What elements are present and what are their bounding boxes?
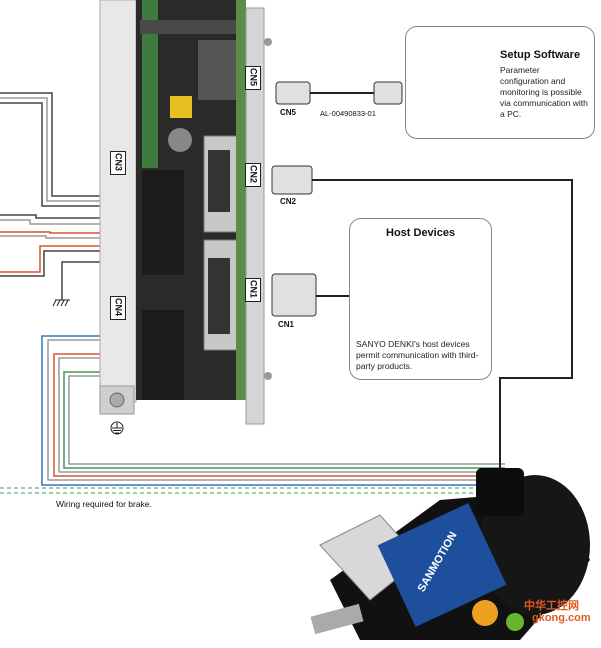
cn1-label: CN1 — [278, 320, 295, 329]
cn5-panel-text: CN5 — [248, 68, 259, 87]
cn2-cable — [271, 165, 573, 468]
cn2-label: CN2 — [280, 197, 297, 206]
cn2-panel-text: CN2 — [248, 165, 259, 184]
host-devices-description: SANYO DENKI's host devices permit commun… — [356, 339, 479, 371]
watermark-site: gkong.com — [532, 612, 591, 624]
cn5-label: CN5 — [280, 108, 297, 117]
cn5-panel-label: CN5 — [245, 66, 261, 91]
servo-motor — [310, 468, 590, 640]
cable-part-number: AL-00490833-01 — [320, 109, 376, 118]
brake-dashed-lines — [0, 487, 500, 494]
cn4-panel-label: CN4 — [110, 296, 126, 321]
brake-wiring-note: Wiring required for brake. — [56, 499, 152, 509]
cn1-panel-label: CN1 — [245, 278, 261, 303]
ground-symbol-left — [52, 299, 70, 307]
setup-software-title: Setup Software — [500, 49, 581, 61]
host-devices-box: Host Devices SANYO DENKI's host devices … — [349, 218, 492, 380]
cn1-cable — [271, 273, 350, 317]
cn1-panel-text: CN1 — [248, 280, 259, 299]
watermark-cn: 中华工控网 — [524, 600, 579, 612]
cn4-panel-text: CN4 — [113, 298, 124, 317]
setup-software-box: Setup Software Parameter configuration a… — [405, 26, 595, 139]
ground-symbol-panel — [110, 421, 124, 435]
host-devices-title: Host Devices — [386, 227, 456, 239]
cn2-panel-label: CN2 — [245, 163, 261, 188]
cn3-panel-label: CN3 — [110, 151, 126, 176]
setup-software-description: Parameter configuration and monitoring i… — [500, 65, 588, 119]
servo-amplifier — [99, 0, 272, 425]
cn3-panel-text: CN3 — [113, 153, 124, 172]
cn5-cable — [275, 81, 403, 105]
